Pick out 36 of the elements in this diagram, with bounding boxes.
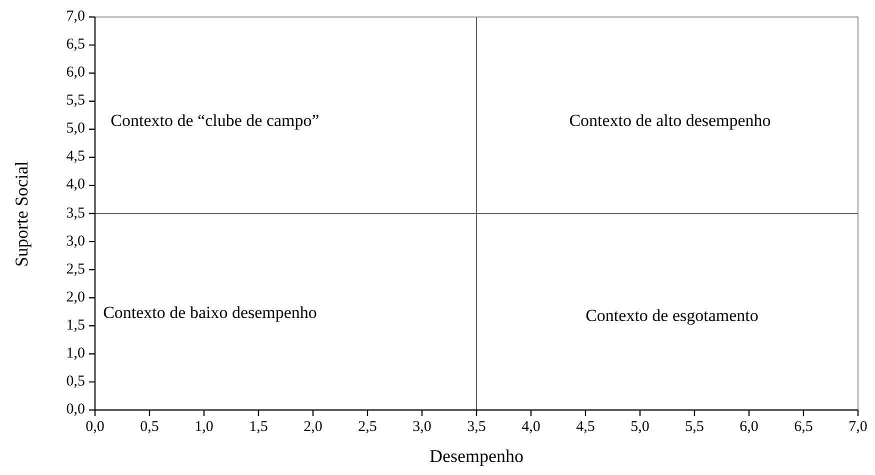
x-tick-label: 5,5: [685, 419, 704, 436]
x-tick-label: 6,5: [794, 419, 813, 436]
y-tick-label: 5,0: [66, 120, 85, 138]
y-tick-label: 6,0: [66, 64, 85, 82]
y-tick-label: 2,0: [66, 289, 85, 306]
y-tick-label: 6,5: [66, 36, 85, 54]
x-tick-label: 6,0: [740, 419, 758, 436]
x-tick-label: 7,0: [848, 419, 868, 436]
y-tick-label: 3,5: [66, 205, 85, 222]
x-tick-label: 0,0: [86, 419, 104, 436]
x-tick-label: 5,0: [630, 419, 650, 436]
y-tick-label: 7,0: [66, 8, 85, 26]
x-tick-label: 3,5: [467, 419, 486, 436]
y-tick-label: 1,5: [66, 317, 85, 334]
x-tick-label: 2,5: [358, 419, 377, 436]
y-tick-label: 3,0: [66, 233, 85, 250]
x-tick-label: 2,0: [304, 419, 322, 436]
x-tick-label: 4,5: [576, 419, 595, 436]
x-axis-title: Desempenho: [430, 446, 524, 467]
x-tick-label: 3,0: [412, 419, 432, 436]
quadrant-label: Contexto de baixo desempenho: [103, 303, 317, 323]
y-tick-label: 0,5: [66, 373, 85, 390]
x-tick-label: 4,0: [522, 419, 540, 436]
quadrant-label: Contexto de alto desempenho: [569, 111, 771, 131]
x-tick-label: 0,5: [140, 419, 159, 436]
y-tick-label: 4,5: [66, 148, 85, 166]
x-tick-label: 1,5: [249, 419, 268, 436]
x-tick-label: 1,0: [194, 419, 214, 436]
y-tick-label: 2,5: [66, 261, 85, 278]
y-axis-title: Suporte Social: [12, 160, 32, 266]
y-tick-label: 0,0: [66, 402, 85, 418]
quadrant-label: Contexto de “clube de campo”: [110, 111, 320, 131]
y-tick-label: 1,0: [66, 345, 85, 362]
y-tick-label: 5,5: [66, 92, 85, 110]
quadrant-label: Contexto de esgotamento: [586, 306, 758, 326]
y-tick-label: 4,0: [66, 176, 85, 194]
